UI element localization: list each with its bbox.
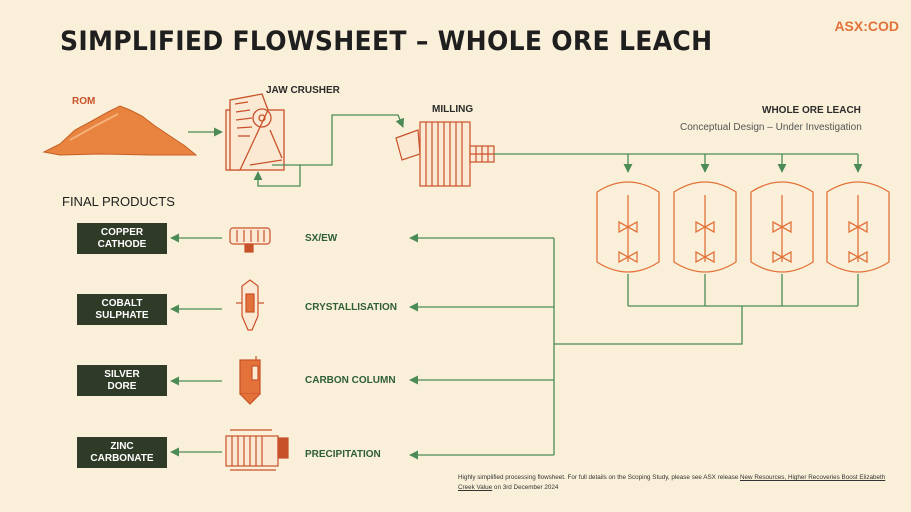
leach-collector-lines	[553, 238, 859, 455]
leach-tanks	[596, 181, 890, 273]
mill-icon	[395, 121, 495, 187]
footnote-link[interactable]: New Resources, Higher Recoveries Boost E…	[458, 474, 886, 491]
page-title: SIMPLIFIED FLOWSHEET – WHOLE ORE LEACH	[60, 26, 713, 57]
carbon-column-icon	[239, 356, 261, 405]
asx-ticker: ASX:COD	[834, 18, 899, 34]
product-box-silver-dore: SILVER DORE	[77, 365, 167, 396]
product-box-zinc-carbonate: ZINC CARBONATE	[77, 437, 167, 468]
whole-ore-leach-subtitle: Conceptual Design – Under Investigation	[680, 122, 862, 133]
jaw-crusher-label: JAW CRUSHER	[266, 85, 340, 96]
product-box-copper-cathode: COPPER CATHODE	[77, 223, 167, 254]
footnote-suffix: on 3rd December 2024	[492, 484, 559, 491]
crusher-to-mill-line	[300, 114, 405, 166]
distribution-arrows	[409, 233, 554, 460]
milling-label: MILLING	[432, 104, 474, 115]
product-name-line2: CATHODE	[97, 238, 147, 250]
crusher-recycle-line	[253, 164, 301, 187]
whole-ore-leach-label: WHOLE ORE LEACH	[762, 105, 861, 116]
product-name-line2: DORE	[107, 380, 137, 392]
product-box-cobalt-sulphate: COBALT SULPHATE	[77, 294, 167, 325]
final-products-heading: FINAL PRODUCTS	[62, 194, 175, 209]
leach-tank-icon	[673, 181, 737, 273]
process-label-crystallisation: CRYSTALLISATION	[305, 302, 398, 313]
product-name-line2: CARBONATE	[90, 452, 154, 464]
product-name-line1: COPPER	[100, 226, 144, 238]
footnote-text: Highly simplified processing flowsheet. …	[458, 474, 740, 481]
jaw-crusher-icon	[225, 93, 285, 171]
product-arrows	[170, 233, 222, 457]
leach-tank-icon	[750, 181, 814, 273]
process-label-precipitation: PRECIPITATION	[305, 449, 381, 460]
leach-tank-icon	[826, 181, 890, 273]
product-name-line1: SILVER	[104, 368, 140, 380]
product-name-line1: COBALT	[101, 297, 143, 309]
product-name-line2: SULPHATE	[95, 309, 149, 321]
footnote: Highly simplified processing flowsheet. …	[458, 473, 898, 493]
sxew-cell-icon	[229, 227, 271, 253]
process-label-sxew: SX/EW	[305, 233, 338, 244]
process-label-carbon-column: CARBON COLUMN	[305, 375, 396, 386]
product-name-line1: ZINC	[110, 440, 134, 452]
filter-press-icon	[225, 429, 289, 471]
crystalliser-icon	[236, 279, 264, 331]
rom-label: ROM	[72, 96, 96, 107]
leach-tank-icon	[596, 181, 660, 273]
rom-pile-icon	[42, 105, 198, 156]
